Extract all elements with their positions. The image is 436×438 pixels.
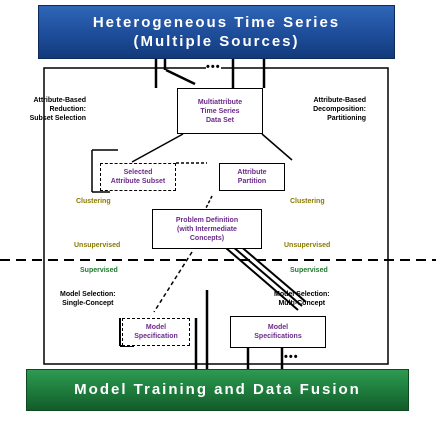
problem-definition-line-2: (with Intermediate xyxy=(177,225,237,233)
ellipsis-top: ••• xyxy=(206,61,221,73)
selected-subset-box: Selected Attribute Subset xyxy=(100,163,176,191)
problem-definition-line-1: Problem Definition xyxy=(175,216,239,224)
bottom-banner: Model Training and Data Fusion xyxy=(26,369,409,411)
attribute-partition-line-1: Attribute xyxy=(237,169,267,176)
top-banner: Heterogeneous Time Series (Multiple Sour… xyxy=(38,5,395,59)
model-specifications-multi-line-1: Model xyxy=(267,324,289,331)
model-specification-single-box: Model Specification xyxy=(122,318,190,346)
model-selection-multi-line-2: Multi-Concept xyxy=(278,300,326,307)
clustering-right-label: Clustering xyxy=(290,198,325,205)
unsupervised-right-label: Unsupervised xyxy=(284,242,331,249)
problem-definition-box: Problem Definition (with Intermediate Co… xyxy=(152,209,262,249)
unsupervised-left-label: Unsupervised xyxy=(74,242,121,249)
model-specifications-multi-box: Model Specifications xyxy=(230,316,326,348)
ellipsis-bottom: ••• xyxy=(284,351,299,363)
reduction-line-1: Attribute-Based xyxy=(33,97,86,104)
model-specifications-multi-line-2: Specifications xyxy=(254,333,302,340)
model-selection-multi-line-1: Model Selection: xyxy=(274,291,330,298)
model-selection-single-label: Model Selection: Single-Concept xyxy=(60,290,116,308)
single-spec-bracket xyxy=(119,318,134,347)
decomposition-line-3: Partitioning xyxy=(327,115,366,122)
supervised-left-label: Supervised xyxy=(80,267,118,274)
output-lines xyxy=(194,290,284,370)
supervised-right-label: Supervised xyxy=(290,267,328,274)
model-specification-single-line-1: Model xyxy=(145,324,167,331)
selected-subset-line-1: Selected xyxy=(123,169,153,176)
left-bracket xyxy=(91,149,118,193)
decomposition-label: Attribute-Based Decomposition: Partition… xyxy=(276,96,366,123)
top-banner-title: Heterogeneous Time Series xyxy=(92,14,341,31)
dataset-line-1: Multiattribute xyxy=(197,98,243,106)
dataset-line-2: Time Series xyxy=(200,107,240,115)
decomposition-line-2: Decomposition: xyxy=(313,106,366,113)
top-input-lines xyxy=(154,58,266,88)
problem-definition-line-3: Concepts) xyxy=(189,234,225,242)
clustering-left-label: Clustering xyxy=(76,198,111,205)
selected-subset-line-2: Attribute Subset xyxy=(110,178,166,185)
model-selection-single-line-1: Model Selection: xyxy=(60,291,116,298)
top-banner-subtitle: (Multiple Sources) xyxy=(133,33,300,50)
multi-concept-arrows xyxy=(225,243,307,311)
single-concept-dashed-arrow xyxy=(153,251,193,313)
attribute-partition-line-2: Partition xyxy=(237,178,267,185)
attribute-partition-box: Attribute Partition xyxy=(219,163,285,191)
reduction-line-2: Reduction: xyxy=(49,106,86,113)
model-selection-multi-label: Model Selection: Multi-Concept xyxy=(274,290,330,308)
reduction-label: Attribute-Based Reduction: Subset Select… xyxy=(4,96,86,123)
model-selection-single-line-2: Single-Concept xyxy=(62,300,114,307)
dataset-line-3: Data Set xyxy=(205,116,234,124)
decomposition-line-1: Attribute-Based xyxy=(313,97,366,104)
model-specification-single-line-2: Specification xyxy=(134,333,178,340)
dataset-box: Multiattribute Time Series Data Set xyxy=(177,88,263,134)
reduction-line-3: Subset Selection xyxy=(29,115,86,122)
